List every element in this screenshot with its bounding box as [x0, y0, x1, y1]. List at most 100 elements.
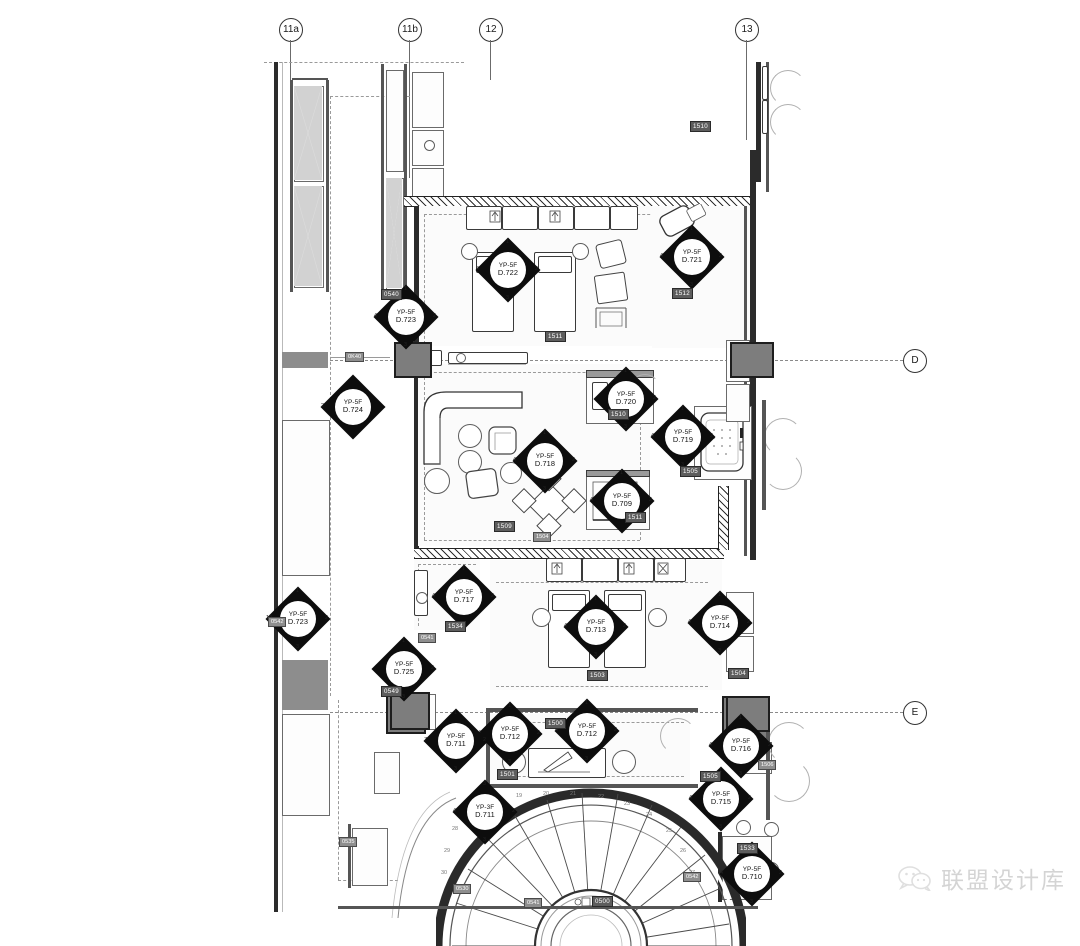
right-vertical-hatch [718, 486, 729, 550]
tag-code: YP-5F [535, 453, 555, 461]
room-number: 0500 [592, 896, 613, 907]
elevation-tag[interactable]: YP-5F D.715 1 2 3 4 [688, 766, 754, 832]
elevation-tag[interactable]: YP-5F D.716 1 2 3 4 [708, 713, 774, 779]
upper-utility-room-a [412, 72, 444, 128]
grid-bubble-E[interactable]: E [903, 701, 927, 725]
room-number: 1512 [672, 288, 693, 299]
elevation-tag[interactable]: YP-5F D.712 1 2 3 4 [477, 701, 543, 767]
elevation-tag[interactable]: YP-5F D.725 1 2 3 [371, 636, 437, 702]
elevation-tag[interactable]: YP-5F D.717 1 2 3 4 [431, 564, 497, 630]
tag-side-bottom: 3 [543, 486, 546, 492]
elevation-tag[interactable]: YP-5F D.721 1 2 3 4 [659, 224, 725, 290]
tag-code: YP-5F [711, 791, 731, 799]
left-boundary-dash-top [264, 62, 464, 63]
headboard-panel-3 [538, 206, 574, 230]
tag-side-bottom: 3 [690, 282, 693, 288]
bed-twin-right-pillow [538, 256, 572, 273]
stair-tread-number: 28 [452, 826, 459, 832]
room-number: 1534 [445, 621, 466, 632]
elevation-tag[interactable]: YP-5F D.714 1 2 3 4 [687, 590, 753, 656]
tag-side-right: 2 [649, 497, 652, 503]
elevation-tag[interactable]: YP-5F D.713 1 2 3 4 [563, 594, 629, 660]
tag-side-right: 2 [491, 593, 494, 599]
tag-side-top: 1 [462, 566, 465, 572]
tag-code: YP-5F [612, 493, 632, 501]
elevation-tag[interactable]: YP-5F D.723 1 2 3 4 [373, 284, 439, 350]
room-number: 0530 [453, 884, 472, 894]
bottom-door-swing [660, 718, 696, 754]
tag-side-top: 1 [585, 700, 588, 706]
elevation-tag[interactable]: YP-5F D.722 1 2 3 4 [475, 237, 541, 303]
room-number: 0549 [381, 686, 402, 697]
tag-side-top: 1 [296, 588, 299, 594]
grid-bubble-11b[interactable]: 11b [398, 18, 422, 42]
tag-code: YP-5F [742, 866, 762, 874]
tag-side-left: 4 [432, 593, 435, 599]
room-number: 0541 [418, 633, 437, 643]
grid-bubble-11a[interactable]: 11a [279, 18, 303, 42]
tag-code: YP-5F [454, 589, 474, 597]
terrace-door-swing-2 [770, 104, 806, 140]
ottoman-round [500, 462, 522, 484]
elevation-tag[interactable]: YP-5F D.710 1 2 3 4 [719, 841, 785, 907]
wechat-bubble-icon [898, 865, 932, 892]
tag-code: YP-5F [731, 738, 751, 746]
room-number: 1533 [737, 843, 758, 854]
lower-headboard-2 [582, 558, 618, 582]
tag-side-right: 2 [748, 795, 751, 801]
room-number: 1504 [728, 668, 749, 679]
tag-side-bottom: 3 [296, 644, 299, 650]
elevation-tag[interactable]: YP-5F D.719 1 2 3 4 [650, 404, 716, 470]
bathtub [700, 412, 744, 472]
lower-left-service-wall [348, 824, 351, 888]
room-number: 0542 [268, 617, 287, 627]
bottom-room-left-wall [486, 708, 490, 788]
tag-ref: D.723 [395, 315, 417, 325]
stair-tread-number: 30 [441, 870, 448, 876]
tag-ref: D.716 [730, 744, 752, 754]
service-room-mid [726, 384, 750, 422]
tag-side-bottom: 3 [454, 766, 457, 772]
tag-code: YP-5F [446, 733, 466, 741]
tag-ref: D.725 [393, 667, 415, 677]
elevation-tag[interactable]: YP-5F D.711 1 2 3 7 [423, 708, 489, 774]
room-number: 1506 [758, 760, 777, 770]
tag-ref: D.720 [615, 397, 637, 407]
tag-side-right: 2 [747, 619, 750, 625]
right-arc-lower-1 [768, 722, 810, 764]
tag-side-right: 2 [535, 266, 538, 272]
headboard-panel-5 [610, 206, 638, 230]
tag-ref: D.724 [342, 405, 364, 415]
living-room-dash-top [424, 372, 640, 373]
tag-side-left: 4 [709, 742, 712, 748]
nightstand-lamp-left [461, 243, 478, 260]
grid-bubble-D[interactable]: D [903, 349, 927, 373]
tag-side-top: 1 [402, 638, 405, 644]
grid-line-13 [746, 40, 747, 140]
room-number: 1504 [533, 532, 552, 542]
tag-side-top: 1 [690, 226, 693, 232]
grid-bubble-12[interactable]: 12 [479, 18, 503, 42]
tag-ref: D.723 [287, 617, 309, 627]
elevation-tag[interactable]: YP-5F D.724 2 [320, 374, 386, 440]
tag-inner: YP-5F D.723 [388, 299, 424, 335]
tag-side-top: 1 [454, 710, 457, 716]
mid-left-shaft-x [386, 178, 402, 288]
elevation-tag[interactable]: YP-5F D.718 1 2 3 4 [512, 428, 578, 494]
left-wardrobe-edge [290, 80, 293, 292]
elevation-tag[interactable]: YP-3F D.711 3 2 3 4 [452, 779, 518, 845]
headboard-panel-2 [502, 206, 538, 230]
stair-tread-number: 23 [624, 801, 631, 807]
room-number: 0535 [339, 837, 358, 847]
tag-ref: D.717 [453, 595, 475, 605]
grid-bubble-13[interactable]: 13 [735, 18, 759, 42]
stair-tread-number: 22 [598, 794, 605, 800]
tag-side-bottom: 3 [402, 694, 405, 700]
elevation-tag[interactable]: YP-5F D.712 1 2 3 4 [554, 698, 620, 764]
tag-side-left: 7 [424, 737, 427, 743]
tag-side-top: 3 [483, 781, 486, 787]
tag-side-right: 2 [433, 313, 436, 319]
room-number: 0542 [683, 872, 702, 882]
tag-code: YP-5F [616, 391, 636, 399]
tag-side-top: 1 [404, 286, 407, 292]
